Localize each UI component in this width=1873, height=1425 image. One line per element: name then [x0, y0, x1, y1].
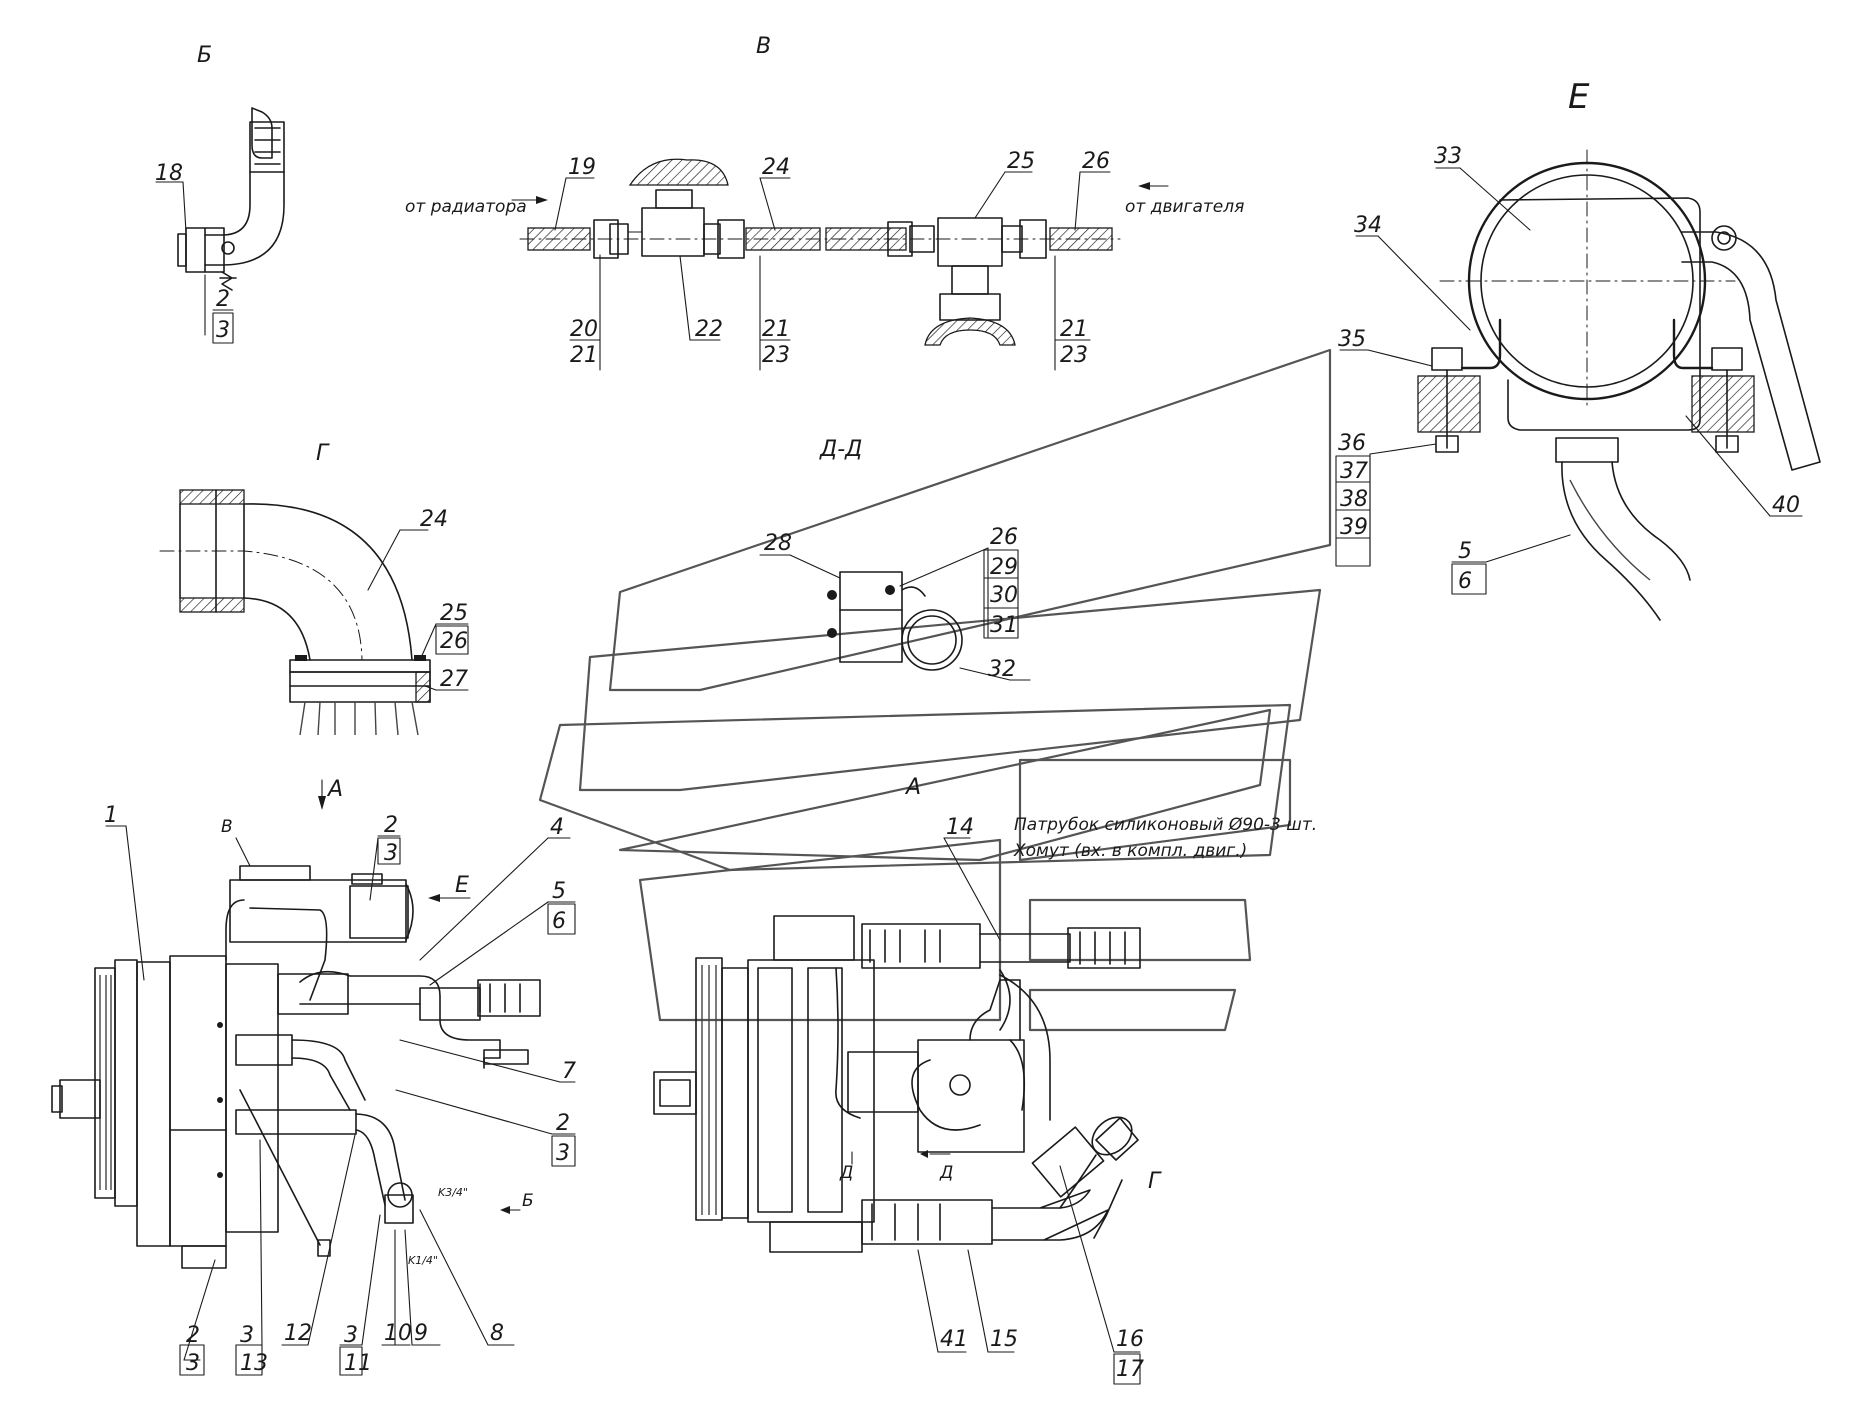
callout-16: 16 — [1116, 1327, 1144, 1352]
callout-38: 38 — [1340, 487, 1368, 512]
main-view-left-cooling-unit: А — [51, 777, 576, 1376]
callout-21c: 21 — [1060, 317, 1088, 342]
callout-20: 20 — [570, 317, 598, 342]
callout-10: 10 — [384, 1321, 412, 1346]
callout-3d: 3 — [186, 1351, 200, 1376]
callout-6b: 6 — [552, 909, 566, 934]
callout-2d: 2 — [186, 1323, 200, 1348]
callout-36: 36 — [1338, 431, 1366, 456]
from-radiator-text: от радиатора — [405, 197, 527, 217]
callout-30: 30 — [990, 583, 1018, 608]
callout-32: 32 — [988, 657, 1016, 682]
callout-26: 26 — [1082, 149, 1110, 174]
section-d-bracket: Д-Д 28 26 29 30 31 32 — [759, 437, 1031, 682]
callout-3: 3 — [216, 318, 230, 343]
view-g-elbow: Г 24 25 26 27 — [159, 441, 469, 736]
callout-1: 1 — [104, 803, 118, 828]
callout-7: 7 — [562, 1059, 576, 1084]
callout-26c: 26 — [990, 525, 1018, 550]
callout-39: 39 — [1340, 515, 1368, 540]
view-a-label: А — [904, 775, 921, 800]
callout-25b: 25 — [440, 601, 468, 626]
callout-22: 22 — [695, 317, 723, 342]
main-view-right-view-a: А — [653, 775, 1317, 1385]
view-g-label: Г — [316, 441, 330, 466]
callout-35: 35 — [1338, 327, 1366, 352]
callout-11: 11 — [344, 1351, 372, 1376]
callout-31: 31 — [990, 613, 1018, 638]
note-line-2: Хомут (вх. в компл. двиг.) — [1013, 841, 1247, 861]
callout-21b: 21 — [762, 317, 790, 342]
view-e-label: Е — [1568, 77, 1590, 117]
section-d-label: Д-Д — [819, 437, 862, 462]
callout-24b: 24 — [420, 507, 448, 532]
callout-40: 40 — [1772, 493, 1800, 518]
callout-3b: 3 — [384, 841, 398, 866]
callout-14: 14 — [946, 815, 974, 840]
callout-27: 27 — [440, 667, 468, 692]
view-b-label: Б — [197, 43, 212, 68]
callout-5: 5 — [1458, 539, 1472, 564]
callout-37: 37 — [1340, 459, 1368, 484]
watermark-logo — [538, 348, 1332, 1032]
thread-label-2: K1/4" — [408, 1254, 438, 1267]
view-e-clamp: Е 33 34 35 36 — [1335, 77, 1821, 621]
callout-25: 25 — [1007, 149, 1035, 174]
callout-8: 8 — [490, 1321, 504, 1346]
callout-13: 13 — [240, 1351, 268, 1376]
marker-b: Б — [522, 1191, 534, 1211]
callout-23: 23 — [762, 343, 790, 368]
callout-34: 34 — [1354, 213, 1382, 238]
callout-33: 33 — [1434, 144, 1462, 169]
marker-v: В — [221, 817, 233, 837]
callout-5b: 5 — [552, 879, 566, 904]
callout-4: 4 — [550, 815, 564, 840]
callout-41: 41 — [940, 1327, 968, 1352]
callout-3f: 3 — [344, 1323, 358, 1348]
callout-9: 9 — [414, 1321, 428, 1346]
marker-d-1: Д — [839, 1163, 853, 1183]
callout-6: 6 — [1458, 569, 1472, 594]
view-b-drain-fitting: Б 18 2 3 — [155, 43, 285, 344]
callout-17: 17 — [1116, 1357, 1144, 1382]
callout-12: 12 — [284, 1321, 312, 1346]
callout-15: 15 — [990, 1327, 1018, 1352]
callout-18: 18 — [155, 161, 183, 186]
callout-29: 29 — [990, 555, 1018, 580]
callout-28: 28 — [764, 531, 792, 556]
callout-2b: 2 — [384, 813, 398, 838]
callout-3c: 3 — [556, 1141, 570, 1166]
callout-24: 24 — [762, 155, 790, 180]
callout-19: 19 — [568, 155, 596, 180]
callout-3e: 3 — [240, 1323, 254, 1348]
marker-g: Г — [1148, 1169, 1162, 1194]
callout-26b: 26 — [440, 629, 468, 654]
marker-d-2: Д — [939, 1163, 953, 1183]
note-line-1: Патрубок силиконовый Ø90-3 шт. — [1014, 815, 1317, 835]
callout-2: 2 — [216, 287, 230, 312]
callout-2c: 2 — [556, 1111, 570, 1136]
callout-21: 21 — [570, 343, 598, 368]
view-v-label: В — [756, 34, 771, 59]
view-v-hose-assembly: В от радиатора от двигателя 19 — [405, 34, 1244, 371]
from-engine-text: от двигателя — [1125, 197, 1244, 217]
marker-a: А — [326, 777, 343, 802]
marker-e: Е — [455, 873, 469, 898]
thread-label-1: K3/4" — [438, 1186, 468, 1199]
callout-23b: 23 — [1060, 343, 1088, 368]
